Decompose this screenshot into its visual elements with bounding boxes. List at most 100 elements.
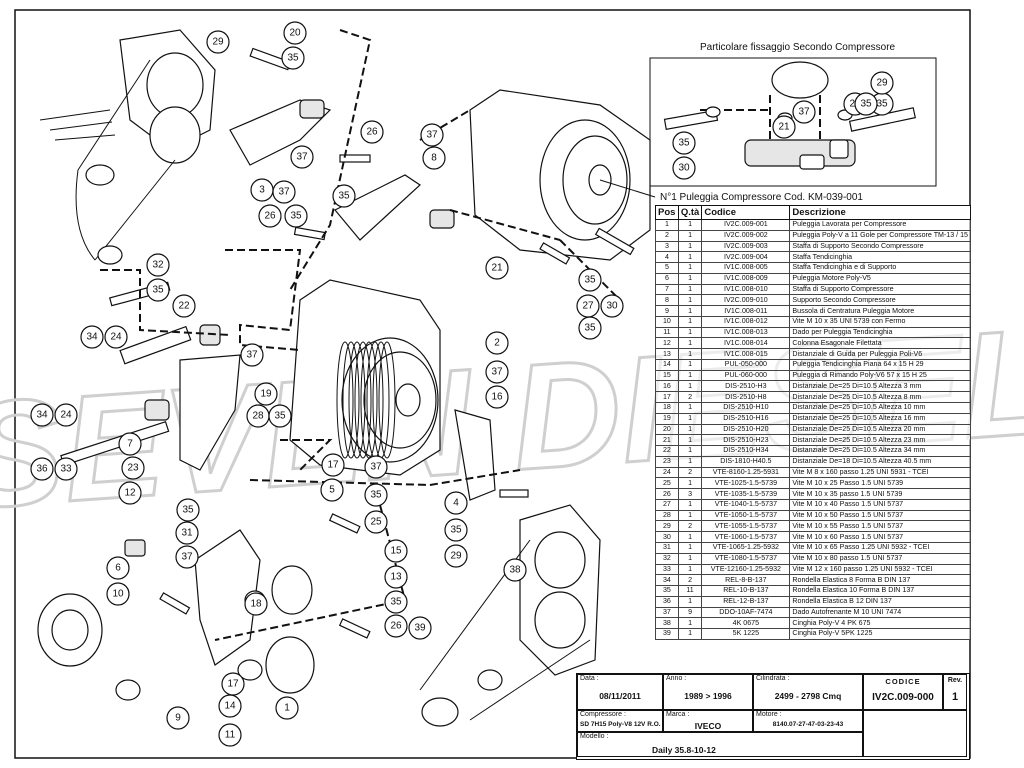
- cell-codice: 5K 1225: [701, 628, 791, 640]
- callout-number: 26: [366, 127, 378, 138]
- callout-19: 19: [254, 382, 278, 406]
- pulley-grooves: [336, 341, 396, 459]
- cell-codice: DIS-2510-H20: [701, 423, 791, 436]
- callout-number: 3: [259, 185, 265, 196]
- cell-qty: 1: [677, 262, 703, 274]
- cell-codice: REL-8-B-137: [701, 574, 791, 587]
- cell-pos: 6: [655, 272, 679, 285]
- cell-descrizione: Dado Autofrenante M 10 UNI 7474: [789, 606, 971, 619]
- cell-qty: 1: [677, 445, 703, 457]
- tb-anno-value: 1989 > 1996: [684, 691, 732, 701]
- callout-circle: [578, 316, 602, 340]
- callout-11: 11: [218, 723, 242, 747]
- callout-circle: [80, 325, 104, 349]
- cell-pos: 1: [655, 219, 679, 231]
- tb-data-value: 08/11/2011: [599, 691, 641, 701]
- cell-qty: 1: [677, 240, 703, 253]
- cell-codice: REL-12-B-137: [701, 595, 791, 608]
- cell-descrizione: Rondella Elastica 8 Forma B DIN 137: [789, 574, 971, 587]
- cell-descrizione: Vite M 10 x 80 passo 1.5 UNI 5737: [789, 552, 971, 565]
- cell-codice: DIS-2510-H3: [701, 380, 791, 393]
- tb-modello-value: Daily 35.8-10-12: [652, 745, 716, 755]
- callout-number: 5: [329, 485, 335, 496]
- cell-qty: 1: [677, 617, 703, 630]
- callout-circle: [54, 457, 78, 481]
- cell-pos: 13: [655, 348, 679, 360]
- cell-descrizione: Vite M 8 x 160 passo 1.25 UNI 5931 - TCE…: [789, 466, 971, 479]
- cell-qty: 1: [677, 434, 703, 447]
- callout-number: 2: [494, 338, 500, 349]
- cell-qty: 1: [677, 294, 703, 307]
- callout-35: 35: [444, 518, 468, 542]
- cell-descrizione: Rondella Elastica 10 Forma B DIN 137: [789, 585, 971, 597]
- callout-number: 4: [453, 498, 459, 509]
- callout-number: 39: [414, 623, 426, 634]
- callout-number: 37: [278, 187, 290, 198]
- cell-descrizione: Vite M 10 x 35 passo 1.5 UNI 5739: [789, 488, 971, 500]
- cell-pos: 37: [655, 606, 679, 619]
- cell-descrizione: Cinghia Poly-V 5PK 1225: [789, 628, 971, 640]
- callout-39: 39: [408, 616, 432, 640]
- cell-descrizione: Bussola di Centratura Puleggia Motore: [789, 305, 971, 317]
- cell-pos: 5: [655, 262, 679, 274]
- callout-35: 35: [578, 268, 602, 292]
- tb-modello: Modello : Daily 35.8-10-12: [577, 732, 863, 757]
- callout-13: 13: [384, 565, 408, 589]
- tb-compressore-value: SD 7H15 Poly-V8 12V R.O.: [580, 721, 661, 728]
- callout-number: 14: [224, 701, 236, 712]
- callout-circle: [118, 432, 142, 456]
- cell-qty: 1: [677, 595, 703, 608]
- callout-circle: [258, 204, 282, 228]
- cell-qty: 1: [677, 509, 703, 522]
- callout-35: 35: [268, 404, 292, 428]
- cell-pos: 34: [655, 574, 679, 587]
- cell-codice: DIS-2510-H23: [701, 434, 791, 447]
- detail-title: Particolare fissaggio Secondo Compressor…: [700, 42, 896, 53]
- callout-number: 26: [264, 211, 276, 222]
- tb-motore: Motore : 8140.07-27-47-03-23-43: [753, 710, 863, 732]
- callout-number: 26: [390, 621, 402, 632]
- cell-codice: IV2C.009-004: [701, 251, 791, 264]
- callout-number: 13: [390, 572, 402, 583]
- cell-codice: VTE-1055-1.5-5737: [701, 520, 791, 533]
- callout-number: 30: [606, 301, 618, 312]
- callout-number: 35: [876, 99, 888, 110]
- engine-belt-view-top-left: [39, 29, 216, 265]
- cell-qty: 3: [677, 488, 703, 500]
- cell-descrizione: Distanziale De=25 Di=10.5 Altezza 16 mm: [789, 412, 971, 425]
- callout-number: 35: [678, 138, 690, 149]
- callout-number: 21: [491, 263, 503, 274]
- cell-descrizione: Distanziale De=25 Di=10.5 Altezza 23 mm: [789, 434, 971, 447]
- tb-motore-label: Motore :: [756, 711, 782, 718]
- cell-descrizione: Colonna Esagonale Filettata: [789, 337, 971, 350]
- callout-circle: [30, 403, 54, 427]
- tb-data-label: Data :: [580, 675, 599, 682]
- cell-pos: 18: [655, 402, 679, 414]
- tb-compressore-label: Compressore :: [580, 711, 626, 718]
- callout-16: 16: [485, 385, 509, 409]
- header-qty: Q.tà: [677, 205, 703, 220]
- callout-circle: [106, 556, 130, 580]
- cell-codice: VTE-1080-1.5-5737: [701, 552, 791, 565]
- callout-number: 35: [338, 191, 350, 202]
- cell-codice: IV1C.008-010: [701, 283, 791, 296]
- cell-qty: 1: [677, 455, 703, 468]
- cell-descrizione: Vite M 10 x 65 Passo 1.25 UNI 5932 - TCE…: [789, 541, 971, 554]
- cell-pos: 14: [655, 358, 679, 371]
- cell-descrizione: Puleggia Lavorata per Compressore: [789, 219, 971, 231]
- cell-descrizione: Puleggia Tendicinghia Piana 64 x 15 H 29: [789, 358, 971, 371]
- cell-qty: 1: [677, 402, 703, 414]
- callout-circle: [364, 483, 388, 507]
- cell-codice: VTE-1040-1.5-5737: [701, 498, 791, 511]
